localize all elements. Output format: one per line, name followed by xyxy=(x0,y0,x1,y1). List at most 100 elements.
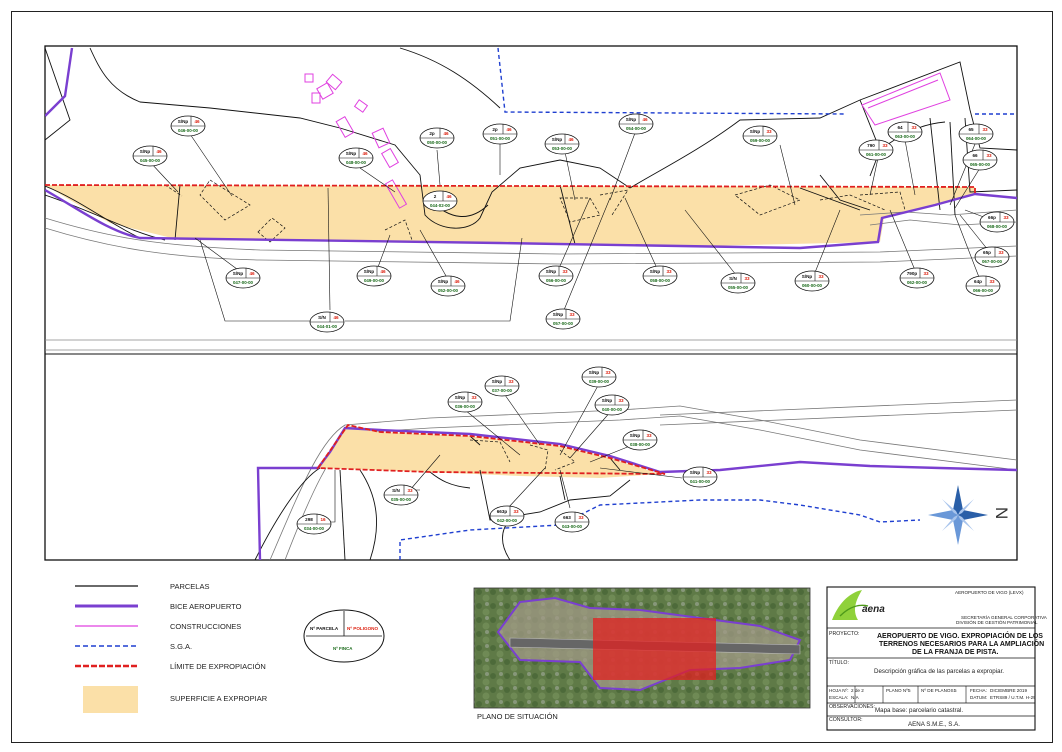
legend-key-symbol: Nº PARCELA Nº POLIGONO Nº FINCA xyxy=(303,609,385,663)
consultor-value: AENA S.M.E., S.A. xyxy=(908,721,960,728)
polygon-number: 33 xyxy=(578,515,584,520)
parcel-number: 2p xyxy=(492,127,498,132)
polygon-number: 46 xyxy=(380,269,386,274)
titulo-value: Descripción gráfica de las parcelas a ex… xyxy=(874,668,1004,675)
legend-label-limite: LÍMITE DE EXPROPIACIÓN xyxy=(170,662,266,671)
parcel-number: S/Np xyxy=(178,119,189,124)
parcel-number: S/Np xyxy=(346,151,357,156)
escala-label: ESCALA: xyxy=(829,695,848,700)
polygon-number: 33 xyxy=(982,127,988,132)
parcel-number: 790p xyxy=(907,271,918,276)
plano-value: 5 xyxy=(908,688,911,693)
org-line-2: DIVISIÓN DE GESTIÓN PATRIMONIAL xyxy=(956,619,1038,625)
polygon-number: 33 xyxy=(882,143,888,148)
plano-label: PLANO Nº: xyxy=(886,688,909,693)
finca-number: 058-00-00 xyxy=(650,278,671,283)
polygon-number: 46 xyxy=(454,279,460,284)
polygon-number: 33 xyxy=(513,509,519,514)
parcel-number: S/Np xyxy=(602,398,613,403)
org-line-1: SECRETARÍA GENERAL CORPORATIVA xyxy=(961,614,1048,620)
finca-number: 049-00-00 xyxy=(364,278,385,283)
legend-label-bice: BICE AEROPUERTO xyxy=(170,602,242,611)
parcel-number: 65p xyxy=(983,250,991,255)
polygon-number: 33 xyxy=(471,395,477,400)
finca-number: 043-00-00 xyxy=(562,524,583,529)
parcel-number: S/Np xyxy=(650,269,661,274)
finca-number: 036-00-00 xyxy=(455,404,476,409)
parcel-number: 66p xyxy=(988,215,996,220)
finca-number: 066-00-00 xyxy=(973,288,994,293)
finca-number: 065-00-00 xyxy=(970,162,991,167)
parcel-number: 790 xyxy=(867,143,875,148)
finca-number: 044-02-00 xyxy=(430,203,451,208)
north-label: N xyxy=(992,507,1011,519)
finca-number: 034-00-00 xyxy=(304,526,325,531)
drawing-sheet-border xyxy=(11,11,1053,743)
polygon-number: 46 xyxy=(249,271,255,276)
polygon-number: 33 xyxy=(998,250,1004,255)
escala-value: N/A xyxy=(851,695,860,700)
parcel-number: 2 xyxy=(434,194,437,199)
aena-logo: aena xyxy=(832,590,885,620)
proyecto-line-3: DE LA FRANJA DE PISTA. xyxy=(912,649,999,656)
parcel-number: S/Np xyxy=(364,269,375,274)
parcel-number: S/Np xyxy=(750,129,761,134)
polygon-number: 33 xyxy=(569,312,575,317)
parcel-number: 298 xyxy=(305,517,313,522)
key-poligono-label: Nº POLIGONO xyxy=(347,626,378,631)
parcel-number: S/N xyxy=(729,276,737,281)
legend-label-superficie: SUPERFICIE A EXPROPIAR xyxy=(170,694,268,703)
parcel-number: S/Np xyxy=(546,269,557,274)
finca-number: 050-00-00 xyxy=(427,140,448,145)
parcel-number: S/N xyxy=(318,315,326,320)
finca-number: 044-01-00 xyxy=(317,324,338,329)
finca-number: 059-00-00 xyxy=(750,138,771,143)
finca-number: 062-00-00 xyxy=(907,280,928,285)
nplanos-value: 5 xyxy=(954,688,957,693)
parcel-number: S/Np xyxy=(233,271,244,276)
polygon-number: 33 xyxy=(766,129,772,134)
polygon-number: 33 xyxy=(744,276,750,281)
datum-label: DATUM: xyxy=(970,695,987,700)
superficie-expropiar-bottom xyxy=(318,425,660,478)
bottom-map-panel xyxy=(254,381,1017,560)
finca-number: 041-00-00 xyxy=(690,479,711,484)
polygon-number: 33 xyxy=(989,279,995,284)
parcel-number: S/Np xyxy=(455,395,466,400)
proyecto-line-1: AEROPUERTO DE VIGO. EXPROPIACIÓN DE LOS xyxy=(877,631,1043,640)
finca-number: 053-00-00 xyxy=(552,146,573,151)
parcel-number: 66 xyxy=(972,153,978,158)
parcel-number: 65 xyxy=(968,127,974,132)
finca-number: 047-00-00 xyxy=(233,280,254,285)
parcel-number: S/Np xyxy=(802,274,813,279)
situation-map: PLANO DE SITUACIÓN xyxy=(473,587,811,721)
polygon-number: 33 xyxy=(562,269,568,274)
situation-highlight-area xyxy=(593,618,716,680)
north-arrow-icon xyxy=(928,485,988,545)
finca-number: 063-00-00 xyxy=(895,134,916,139)
finca-number: 060-00-00 xyxy=(802,283,823,288)
key-parcela-label: Nº PARCELA xyxy=(310,626,339,631)
finca-number: 067-00-00 xyxy=(982,259,1003,264)
datum-value: ETRS89 / U.T.M. H-29 xyxy=(990,695,1036,700)
polygon-number: 46 xyxy=(506,127,512,132)
